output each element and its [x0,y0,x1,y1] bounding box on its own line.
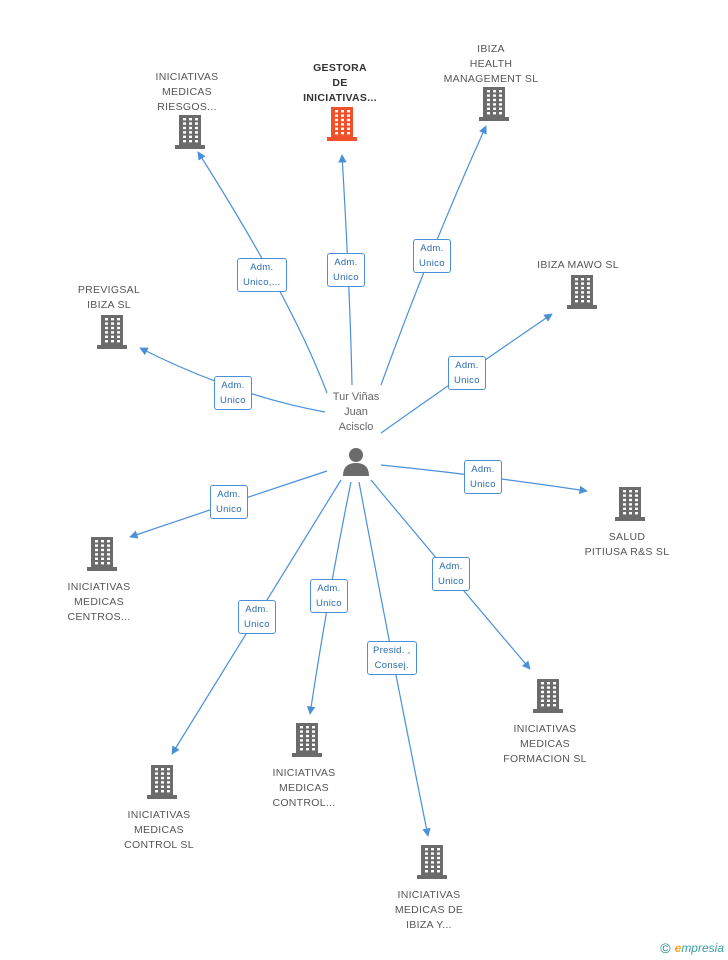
relation-label[interactable]: Adm. Unico,... [237,258,287,292]
building-icon[interactable] [533,679,563,718]
building-icon[interactable] [615,487,645,526]
company-name[interactable]: INICIATIVAS MEDICAS FORMACION SL [503,723,587,765]
relation-label[interactable]: Adm. Unico [448,356,486,390]
person-icon [343,448,369,476]
building-icon[interactable] [87,537,117,576]
company-name[interactable]: PREVIGSAL IBIZA SL [77,284,141,311]
company-name[interactable]: INICIATIVAS MEDICAS CONTROL SL [124,809,194,851]
building-icon[interactable] [292,723,322,762]
building-icon[interactable] [97,315,127,354]
person-name[interactable]: Tur Viñas Juan Acisclo [332,391,380,433]
person-node[interactable] [340,446,372,476]
building-icon[interactable] [175,115,205,154]
relation-label[interactable]: Adm. Unico [327,253,365,287]
building-icon[interactable] [327,107,357,146]
relation-label[interactable]: Presid. , Consej. [367,641,417,675]
company-name[interactable]: INICIATIVAS MEDICAS CONTROL... [272,767,336,809]
company-name[interactable]: IBIZA MAWO SL [537,259,619,271]
building-icon[interactable] [567,275,597,314]
relation-label[interactable]: Adm. Unico [432,557,470,591]
relation-label[interactable]: Adm. Unico [413,239,451,273]
relation-label[interactable]: Adm. Unico [310,579,348,613]
copyright-symbol: © [660,940,671,956]
company-name[interactable]: IBIZA HEALTH MANAGEMENT SL [443,43,539,85]
company-name[interactable]: INICIATIVAS MEDICAS RIESGOS... [155,71,219,113]
relation-label[interactable]: Adm. Unico [464,460,502,494]
relation-label[interactable]: Adm. Unico [214,376,252,410]
relation-label[interactable]: Adm. Unico [210,485,248,519]
company-name[interactable]: GESTORA DE INICIATIVAS... [303,62,377,104]
brand-logo[interactable]: empresia [674,941,724,955]
company-name[interactable]: INICIATIVAS MEDICAS DE IBIZA Y... [394,889,464,931]
building-icon[interactable] [479,87,509,126]
relation-label[interactable]: Adm. Unico [238,600,276,634]
building-icon[interactable] [147,765,177,804]
footer-brand: © empresia [660,940,724,956]
company-name[interactable]: INICIATIVAS MEDICAS CENTROS... [67,581,131,623]
company-name[interactable]: SALUD PITIUSA R&S SL [584,531,670,558]
building-icon[interactable] [417,845,447,884]
